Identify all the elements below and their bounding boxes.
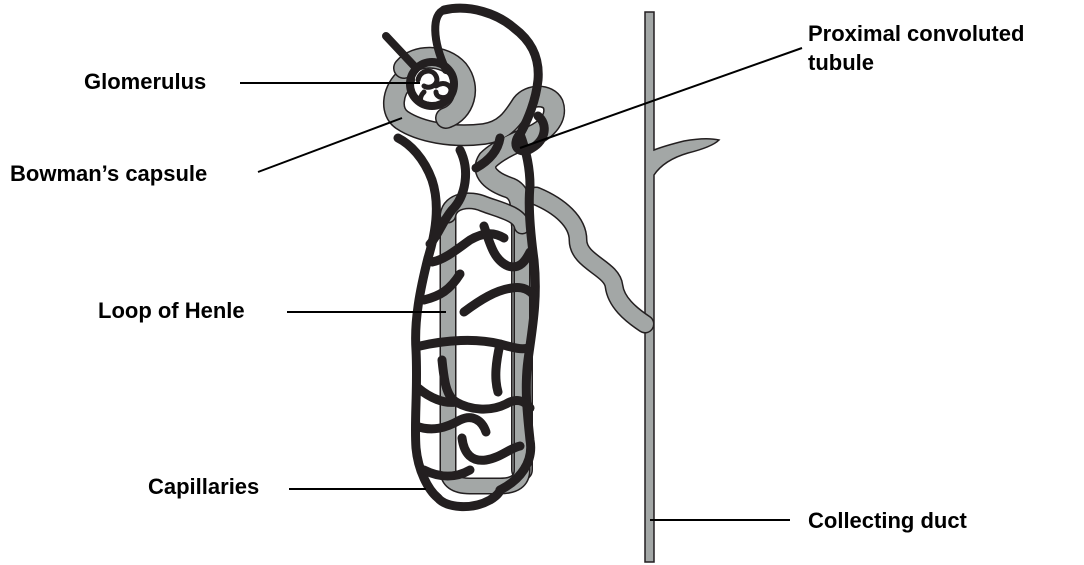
label-capillaries: Capillaries [148, 474, 259, 500]
label-loop-of-henle: Loop of Henle [98, 298, 245, 324]
label-proximal-convoluted-tubule: Proximal convoluted tubule [808, 19, 1024, 77]
label-proximal-convoluted-tubule-line1: Proximal convoluted [808, 19, 1024, 48]
collecting-duct [645, 12, 719, 562]
label-collecting-duct: Collecting duct [808, 508, 967, 534]
leader-line-proximal-tubule [520, 48, 802, 148]
distal-convoluted-tubule [536, 196, 645, 324]
label-glomerulus: Glomerulus [84, 69, 206, 95]
label-proximal-convoluted-tubule-line2: tubule [808, 48, 1024, 77]
label-bowmans-capsule: Bowman’s capsule [10, 161, 207, 187]
leader-line-bowmans-capsule [258, 118, 402, 172]
